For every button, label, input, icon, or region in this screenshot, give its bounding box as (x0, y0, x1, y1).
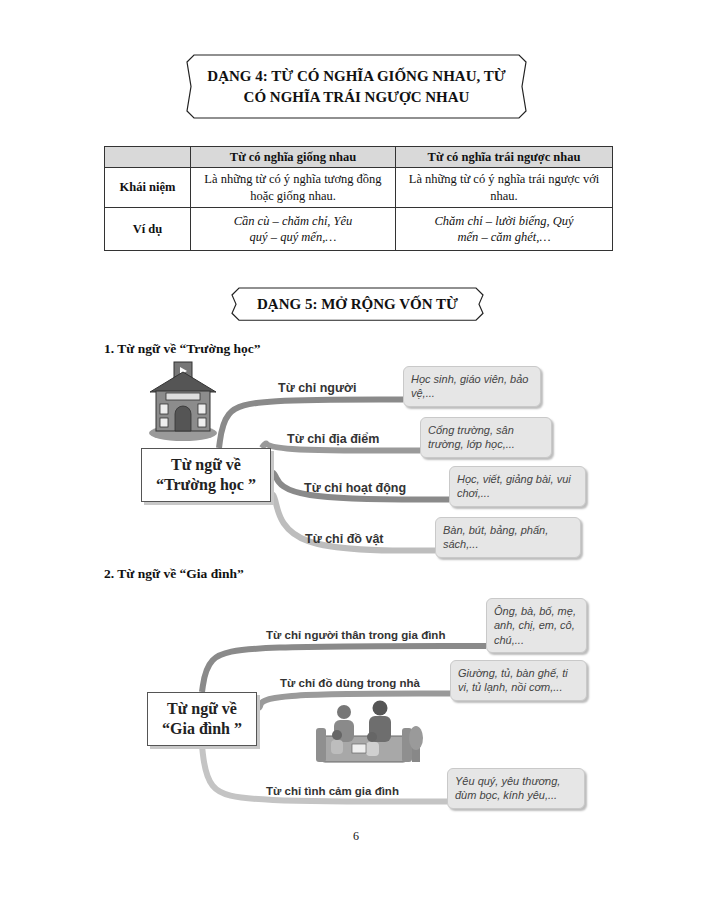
branch-label: Từ chỉ hoạt động (304, 481, 406, 495)
branch-label: Từ chỉ tình cảm gia đình (266, 785, 399, 797)
label-text: 1. Từ ngữ về “Trường học” (104, 341, 261, 356)
branch-ribbon (202, 746, 447, 802)
word-box: Cổng trường, sân trường, lớp học,... (420, 417, 552, 458)
child-body (331, 740, 343, 754)
banner-outline (187, 55, 526, 118)
branch-ribbon (271, 494, 435, 551)
node-text: DẠNG 4: TỪ CÓ NGHĨA GIỐNG NHAU, TỪ CÓ NG… (205, 66, 508, 107)
book (352, 744, 366, 753)
sofa-arm (316, 728, 326, 762)
branch-label: Từ chỉ người (278, 381, 356, 395)
node-text: Học sinh, giáo viên, bảo vệ,... (411, 372, 533, 401)
child-head (332, 730, 342, 740)
branch-ribbon (202, 646, 486, 692)
banner-border (187, 55, 526, 118)
branch-label-text: Từ chỉ tình cảm gia đình (266, 785, 399, 797)
node-text: Cổng trường, sân trường, lớp học,... (428, 423, 544, 452)
grandma-head (337, 705, 351, 719)
topic-box: Từ ngữ về “Trường học ” (141, 448, 271, 502)
page-number: 6 (353, 829, 359, 844)
table-cell: Chăm chỉ – lười biếng, Quý mến – căm ghé… (395, 207, 613, 251)
node-text: Giường, tủ, bàn ghế, ti vi, tủ lạnh, nồi… (458, 666, 579, 695)
branch-label-text: Từ chỉ người (278, 381, 356, 395)
node-text: DẠNG 5: MỞ RỘNG VỐN TỪ (257, 294, 458, 314)
branch-label: Từ chỉ đồ vật (305, 532, 384, 546)
section-heading: 1. Từ ngữ về “Trường học” (104, 341, 261, 357)
word-box: Ông, bà, bố, mẹ, anh, chị, em, cô, chú,.… (486, 598, 587, 653)
cell-text: Từ có nghĩa trái ngược nhau (428, 149, 581, 165)
node-text: Từ ngữ về “Gia đình ” (154, 699, 250, 739)
section-heading: 2. Từ ngữ về “Gia đình” (104, 566, 244, 582)
roof (150, 372, 216, 392)
table-cell: Từ có nghĩa giống nhau (190, 146, 396, 168)
child-body (366, 742, 379, 756)
word-box: Giường, tủ, bàn ghế, ti vi, tủ lạnh, nồi… (450, 660, 587, 701)
node-text: Từ ngữ về “Trường học ” (148, 455, 264, 495)
section-banner: DẠNG 4: TỪ CÓ NGHĨA GIỐNG NHAU, TỪ CÓ NG… (187, 55, 526, 118)
word-box: Học sinh, giáo viên, bảo vệ,... (403, 366, 541, 407)
family-illustration (316, 701, 423, 763)
door (175, 406, 191, 431)
node-text: Học, viết, giảng bài, vui chơi,... (457, 472, 578, 501)
word-box: Học, viết, giảng bài, vui chơi,... (449, 466, 586, 507)
cell-text: Chăm chỉ – lười biếng, Quý mến – căm ghé… (434, 213, 574, 246)
cell-text: Khái niệm (120, 179, 176, 195)
section-banner: DẠNG 5: MỞ RỘNG VỐN TỪ (232, 288, 483, 320)
cell-text: Ví dụ (133, 221, 163, 237)
cell-text: Là những từ có ý nghĩa tương đồng hoặc g… (196, 171, 390, 204)
node-text: Bàn, bút, bảng, phấn, sách,... (443, 523, 573, 552)
window (160, 418, 168, 427)
branch-ribbon (271, 472, 449, 499)
sofa (320, 736, 408, 762)
table-cell: Ví dụ (104, 207, 191, 251)
table-cell: Khái niệm (104, 167, 191, 208)
branch-ribbon (219, 400, 403, 448)
branch-label: Từ chỉ địa điểm (287, 432, 379, 446)
branch-label-text: Từ chỉ đồ vật (305, 532, 384, 546)
branch-label-text: Từ chỉ đồ dùng trong nhà (280, 677, 420, 689)
school-icon (149, 362, 217, 441)
cell-text: Từ có nghĩa giống nhau (230, 149, 356, 165)
table-cell: Là những từ có ý nghĩa tương đồng hoặc g… (190, 167, 396, 208)
branch-label: Từ chỉ người thân trong gia đình (266, 629, 445, 641)
window (198, 404, 206, 414)
cell-text: Cần cù – chăm chỉ, Yêu quý – quý mến,… (231, 213, 356, 246)
node-text: Ông, bà, bố, mẹ, anh, chị, em, cô, chú,.… (494, 604, 579, 647)
table-cell: Từ có nghĩa trái ngược nhau (395, 146, 613, 168)
child-head (367, 732, 377, 742)
label-text: 2. Từ ngữ về “Gia đình” (104, 566, 244, 581)
label-text: 6 (353, 829, 359, 843)
branch-label-text: Từ chỉ hoạt động (304, 481, 406, 495)
building (156, 391, 210, 431)
branch-label-text: Từ chỉ địa điểm (287, 432, 379, 446)
cell-text: Là những từ có ý nghĩa trái ngược với nh… (401, 171, 607, 204)
table-cell (104, 146, 191, 168)
branch-label: Từ chỉ đồ dùng trong nhà (280, 677, 420, 689)
table-cell: Cần cù – chăm chỉ, Yêu quý – quý mến,… (190, 207, 396, 251)
node-text: Yêu quý, yêu thương, đùm bọc, kính yêu,.… (455, 774, 577, 803)
window (198, 418, 206, 427)
topic-box: Từ ngữ về “Gia đình ” (147, 692, 257, 746)
word-box: Bàn, bút, bảng, phấn, sách,... (435, 517, 581, 558)
plant-pot (412, 748, 420, 762)
school-board (166, 393, 200, 400)
word-box: Yêu quý, yêu thương, đùm bọc, kính yêu,.… (447, 768, 585, 809)
grandpa-head (373, 701, 388, 716)
branch-ribbon (257, 694, 450, 709)
banner-border (232, 288, 483, 320)
plant (409, 726, 423, 750)
table-cell: Là những từ có ý nghĩa trái ngược với nh… (395, 167, 613, 208)
branch-label-text: Từ chỉ người thân trong gia đình (266, 629, 445, 641)
window (160, 404, 168, 414)
